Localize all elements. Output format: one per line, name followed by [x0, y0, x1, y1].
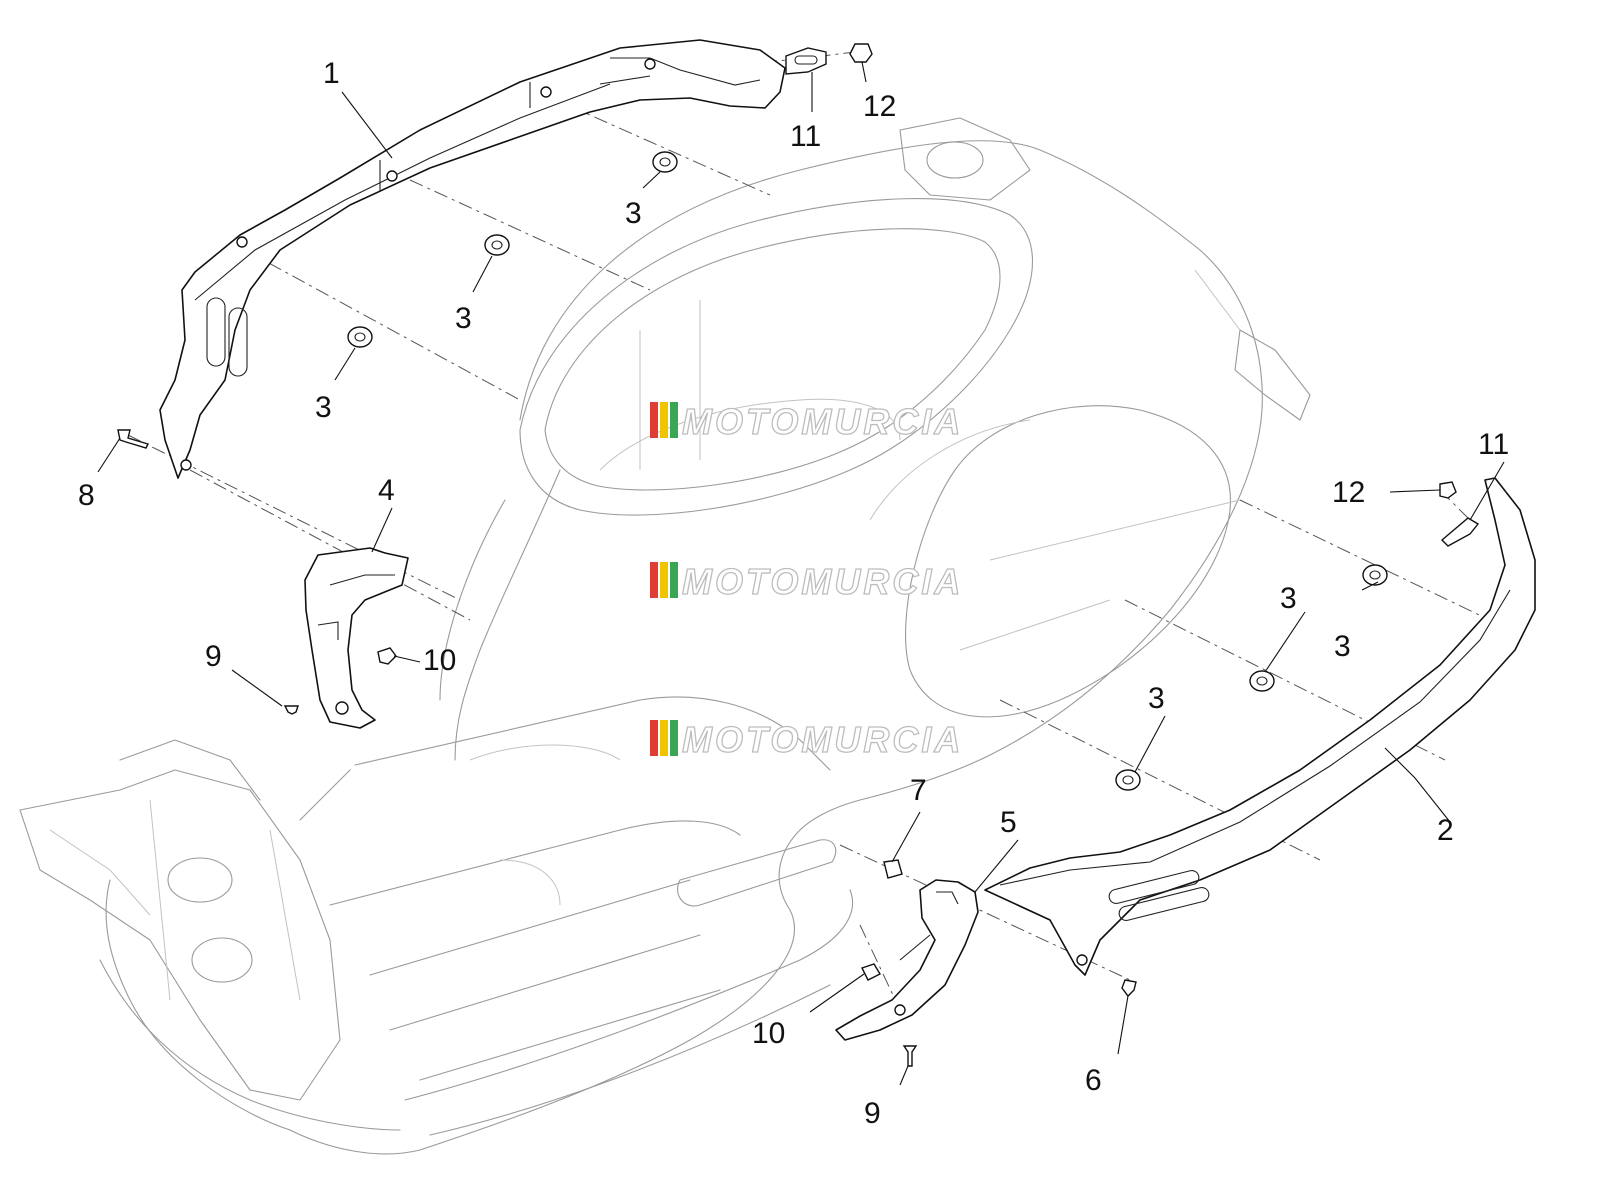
- nut-part-12-top: [849, 43, 873, 63]
- part-5-bracket: [835, 879, 979, 1041]
- screw-part-9-lower: [902, 1045, 918, 1067]
- callout-label: 3: [315, 391, 332, 424]
- watermark-text: MOTOMURCIA: [682, 561, 963, 602]
- watermark-stripe: [670, 720, 678, 756]
- callout-label: 10: [423, 644, 456, 677]
- clip-part-10-upper: [377, 647, 397, 665]
- callout-label: 12: [1332, 476, 1365, 509]
- callout-label: 7: [910, 774, 927, 807]
- nut-part-12-right: [1439, 481, 1457, 499]
- watermark-middle: MOTOMURCIA: [650, 560, 963, 603]
- screw-part-6: [1121, 979, 1137, 998]
- grommet-part-3: [347, 326, 373, 348]
- watermark-text: MOTOMURCIA: [682, 401, 963, 442]
- callout-label: 3: [1280, 582, 1297, 615]
- watermark-stripe: [660, 720, 668, 756]
- callout-label: 9: [864, 1097, 881, 1130]
- grommet-part-3: [1249, 670, 1275, 692]
- part-1-side-cowl-left: [159, 39, 786, 479]
- part-2-side-cowl-right: [984, 477, 1536, 976]
- callout-label: 11: [790, 120, 821, 153]
- callout-label: 3: [625, 197, 642, 230]
- callout-label: 12: [863, 90, 896, 123]
- clip-part-10-lower: [861, 963, 881, 981]
- callout-label: 6: [1085, 1064, 1102, 1097]
- callout-label: 9: [205, 640, 222, 673]
- screw-part-8: [117, 429, 149, 449]
- callout-labels: 1 12 11 3 3 3 8 4 9 10 11 12 3 3 3 7 5 2…: [78, 57, 1509, 1130]
- callout-label: 4: [378, 474, 395, 507]
- callout-label: 11: [1478, 428, 1509, 461]
- part-4-bracket: [304, 547, 409, 729]
- watermark-stripe: [650, 720, 658, 756]
- watermark-bottom: MOTOMURCIA: [650, 718, 963, 761]
- watermark-stripe: [670, 402, 678, 438]
- callout-label: 5: [1000, 806, 1017, 839]
- callout-label: 3: [1148, 682, 1165, 715]
- callout-label: 3: [1334, 630, 1351, 663]
- callout-label: 3: [455, 302, 472, 335]
- watermark-stripe: [670, 562, 678, 598]
- callout-label: 2: [1437, 814, 1454, 847]
- grommet-part-3: [652, 151, 678, 173]
- grommet-part-3: [484, 234, 510, 256]
- screw-part-9-upper: [283, 705, 299, 715]
- clip-part-11-right: [1440, 517, 1480, 547]
- callout-label: 8: [78, 479, 95, 512]
- watermark-top: MOTOMURCIA: [650, 400, 963, 443]
- hardware: [117, 43, 1480, 1067]
- watermark-stripe: [660, 402, 668, 438]
- watermark-stripe: [650, 402, 658, 438]
- clip-part-7: [883, 859, 903, 879]
- clip-part-11-top: [785, 47, 827, 75]
- scooter-frame: [19, 117, 1311, 1155]
- watermark-stripe: [660, 562, 668, 598]
- grommet-part-3: [1115, 769, 1141, 791]
- watermark-text: MOTOMURCIA: [682, 719, 963, 760]
- leader-lines: [97, 61, 1505, 1086]
- watermark-stripe: [650, 562, 658, 598]
- callout-label: 10: [752, 1017, 785, 1050]
- callout-label: 1: [323, 57, 340, 90]
- grommet-part-3: [1362, 564, 1388, 586]
